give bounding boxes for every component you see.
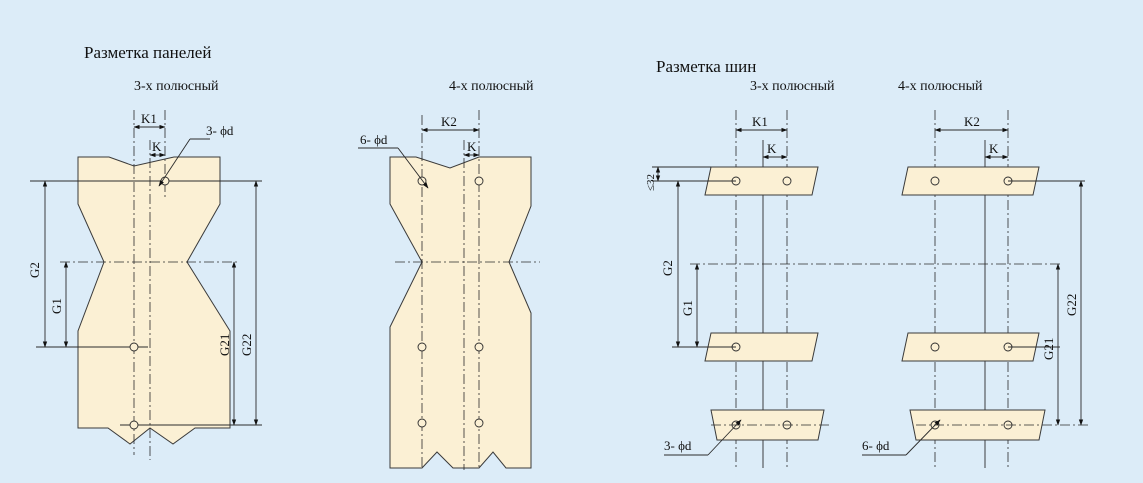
busbar4-k2-label: K2 [964,114,980,129]
busbar3-max32-label: ≤32 [645,174,657,191]
panel-3pole: K1 K 3- ϕd G2 G1 G21 G22 [27,110,262,460]
panels-title: Разметка панелей [84,43,211,62]
busbar3-g2-label: G2 [660,260,675,276]
busbar3-k1-label: K1 [752,114,768,129]
busbar-4pole: K2 K G21 G22 6- ϕd [862,110,1090,470]
panel4-holes-label: 6- ϕd [360,132,388,147]
panel4-k-label: K [467,139,477,154]
panel-4pole: K2 K 6- ϕd [358,110,540,470]
busbars-4pole-label: 4-х полюсный [898,79,983,94]
panel3-g1-label: G1 [49,298,64,314]
busbar-3pole: K1 K ≤32 G2 G1 3- ϕd [645,110,1060,470]
busbars-3pole-label: 3-х полюсный [750,79,835,94]
panels-3pole-label: 3-х полюсный [134,79,219,94]
busbars-title: Разметка шин [656,57,756,76]
panel3-holes-label: 3- ϕd [206,123,234,138]
busbar3-g1-label: G1 [680,300,695,316]
busbar4-k-label: K [989,141,999,156]
panel3-g22-label: G22 [239,334,254,356]
panels-4pole-label: 4-х полюсный [449,79,534,94]
panel4-k2-label: K2 [441,114,457,129]
panel3-k-label: K [152,139,162,154]
busbar3-k-label: K [767,141,777,156]
busbar3-holes-label: 3- ϕd [664,438,692,453]
busbar4-g21-label: G21 [1041,338,1056,360]
panel3-k1-label: K1 [141,111,157,126]
busbar4-g22-label: G22 [1064,294,1079,316]
panel3-g2-label: G2 [27,262,42,278]
busbar4-holes-label: 6- ϕd [862,438,890,453]
panel3-g21-label: G21 [217,334,232,356]
